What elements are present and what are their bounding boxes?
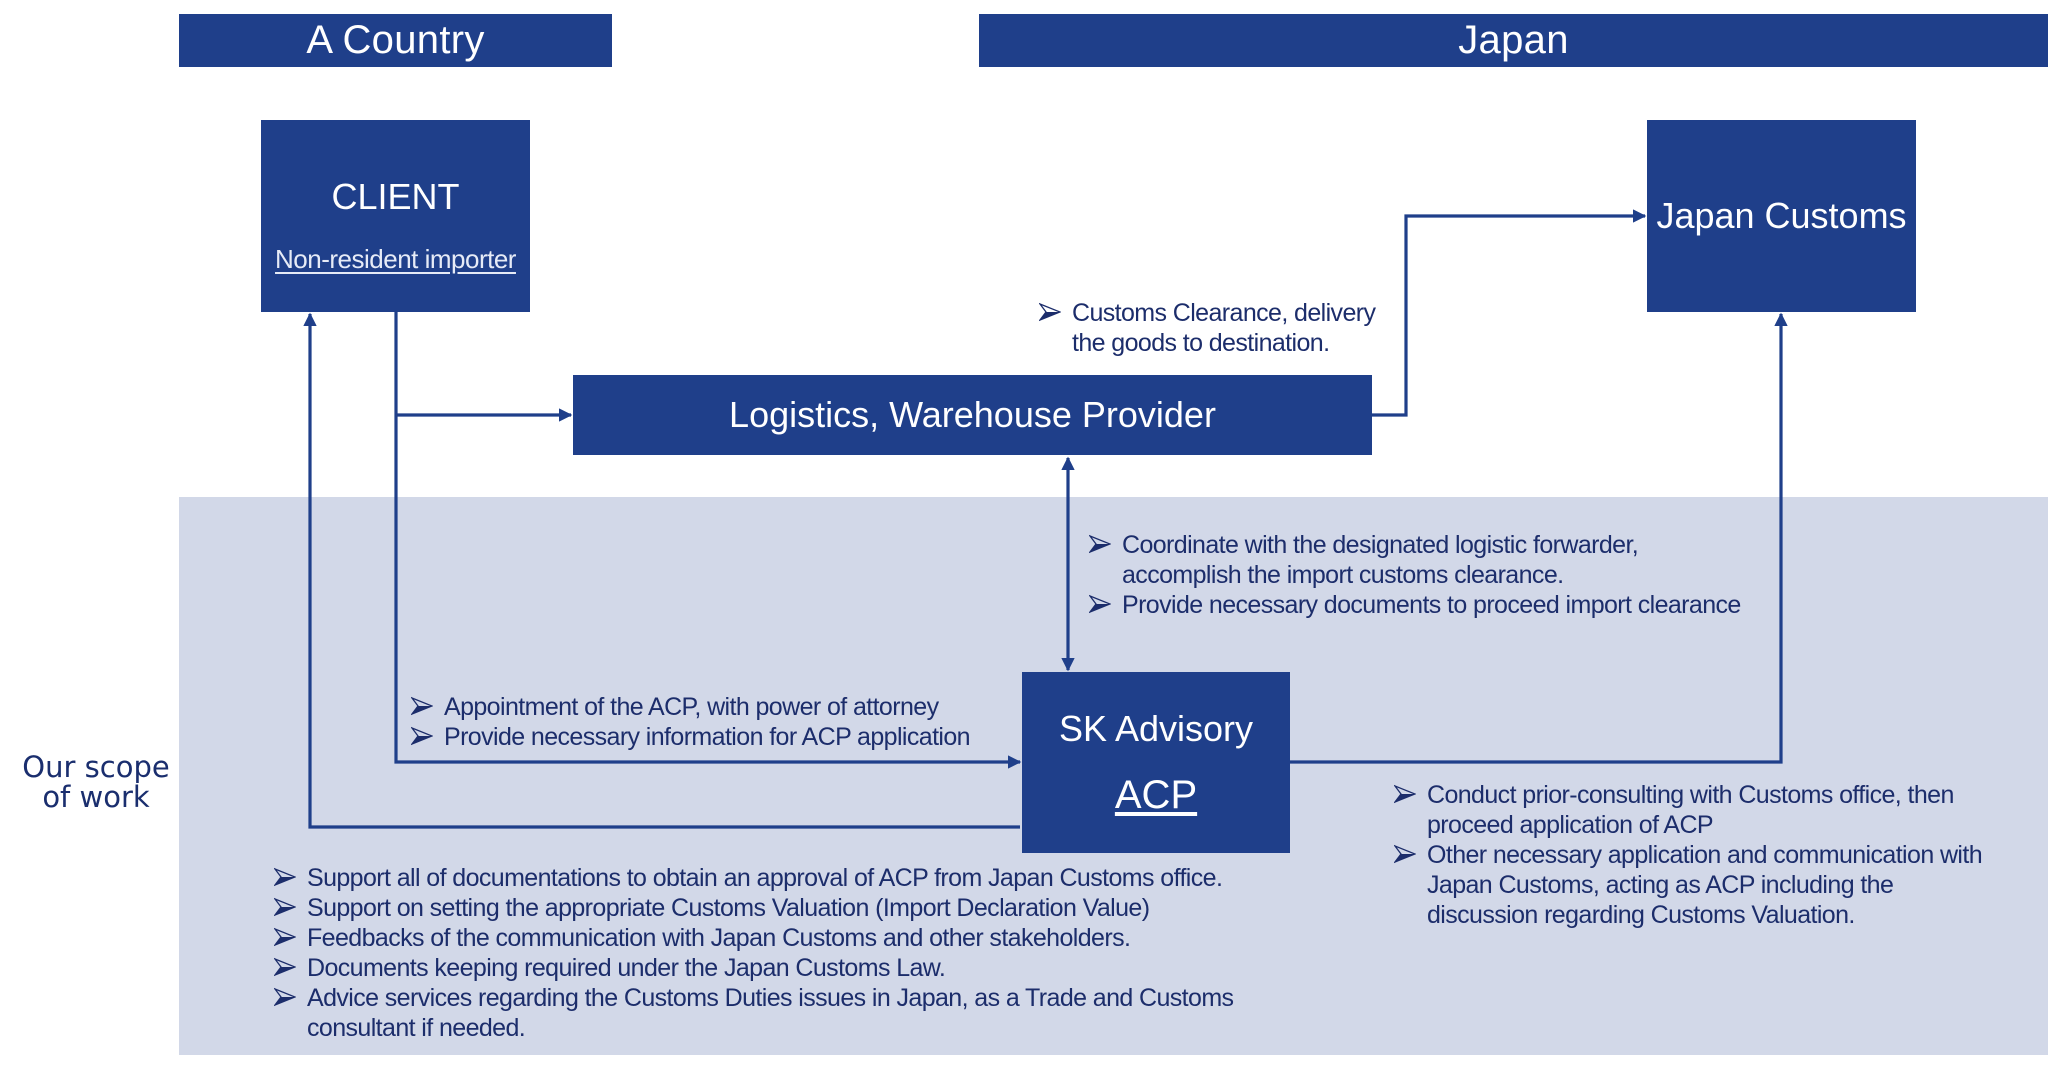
note-item: Support all of documentations to obtain …: [274, 863, 1274, 893]
note-acp-to-customs: Conduct prior-consulting with Customs of…: [1394, 780, 1994, 930]
arrowhead-bullet-icon: [1089, 534, 1111, 554]
arrowhead-bullet-icon: [1039, 302, 1061, 322]
arrowhead-bullet-icon: [274, 867, 296, 887]
arrowhead-bullet-icon: [1089, 594, 1111, 614]
client-box: CLIENT Non-resident importer: [261, 120, 530, 312]
arrowhead-bullet-icon: [1394, 784, 1416, 804]
note-item: Customs Clearance, delivery the goods to…: [1039, 298, 1399, 358]
japan-customs-box: Japan Customs: [1647, 120, 1916, 312]
note-item: Provide necessary information for ACP ap…: [411, 722, 1051, 752]
client-title: CLIENT: [331, 175, 460, 217]
note-client-to-acp: Appointment of the ACP, with power of at…: [411, 692, 1051, 752]
sk-advisory-subtitle: ACP: [1114, 772, 1198, 817]
note-item: Conduct prior-consulting with Customs of…: [1394, 780, 1994, 840]
arrowhead-bullet-icon: [274, 897, 296, 917]
note-item: Appointment of the ACP, with power of at…: [411, 692, 1051, 722]
arrowhead-bullet-icon: [411, 726, 433, 746]
note-acp-logistics: Coordinate with the designated logistic …: [1089, 530, 1749, 620]
arrowhead-bullet-icon: [274, 957, 296, 977]
note-item: Feedbacks of the communication with Japa…: [274, 923, 1274, 953]
sk-advisory-box: SK Advisory ACP: [1022, 672, 1290, 853]
note-acp-to-client: Support all of documentations to obtain …: [274, 863, 1274, 1043]
note-item: Documents keeping required under the Jap…: [274, 953, 1274, 983]
header-a-country-label: A Country: [306, 18, 485, 62]
arrowhead-bullet-icon: [411, 696, 433, 716]
header-a-country: A Country: [179, 14, 612, 67]
logistics-box: Logistics, Warehouse Provider: [573, 375, 1372, 455]
client-subtitle: Non-resident importer: [275, 244, 516, 275]
note-item: Coordinate with the designated logistic …: [1089, 530, 1749, 590]
scope-label: Our scope of work: [10, 752, 182, 812]
arrowhead-bullet-icon: [1394, 844, 1416, 864]
header-japan-label: Japan: [1458, 18, 1569, 62]
arrowhead-bullet-icon: [274, 927, 296, 947]
scope-label-line2: of work: [42, 780, 150, 814]
note-item: Provide necessary documents to proceed i…: [1089, 590, 1749, 620]
scope-label-line1: Our scope: [22, 750, 170, 784]
note-item: Support on setting the appropriate Custo…: [274, 893, 1274, 923]
header-japan: Japan: [979, 14, 2048, 67]
sk-advisory-title: SK Advisory: [1058, 708, 1254, 750]
logistics-to-customs-line: [1372, 209, 1647, 417]
logistics-title: Logistics, Warehouse Provider: [729, 394, 1216, 436]
note-item: Advice services regarding the Customs Du…: [274, 983, 1274, 1043]
note-item: Other necessary application and communic…: [1394, 840, 1994, 930]
note-logistics-to-customs: Customs Clearance, delivery the goods to…: [1039, 298, 1399, 358]
japan-customs-title: Japan Customs: [1656, 195, 1907, 237]
arrowhead-bullet-icon: [274, 987, 296, 1007]
